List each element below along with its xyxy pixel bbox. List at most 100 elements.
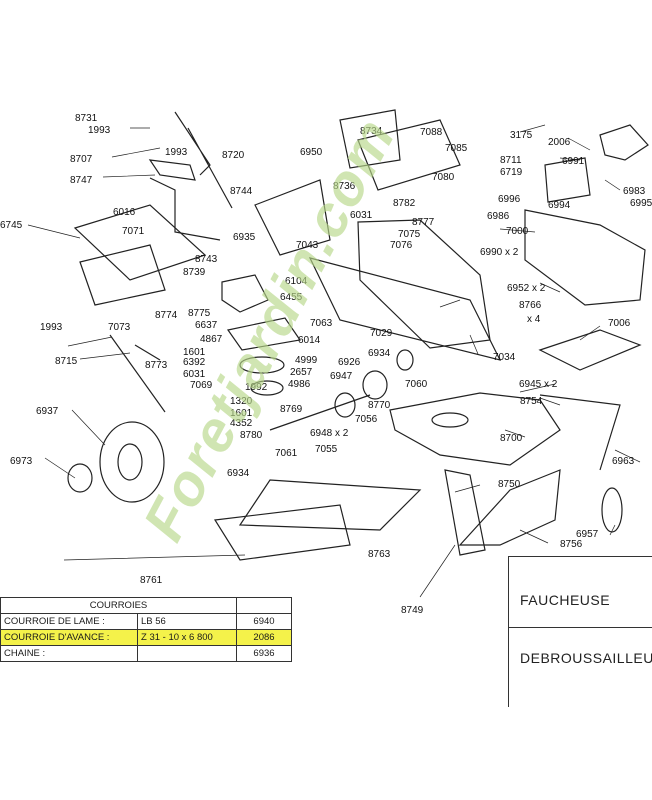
part-number-label: 6392 bbox=[183, 357, 206, 368]
deck-opening-part bbox=[431, 412, 469, 428]
part-number-label: 1320 bbox=[230, 396, 253, 407]
part-number-label: 8744 bbox=[230, 186, 253, 197]
handle-bar-part bbox=[174, 111, 233, 209]
part-number-label: 6986 bbox=[487, 211, 510, 222]
part-number-label: 6926 bbox=[338, 357, 361, 368]
part-number-label: 6948 x 2 bbox=[310, 428, 349, 439]
title-divider bbox=[508, 627, 652, 628]
row-name: CHAINE : bbox=[0, 645, 138, 662]
part-number-label: 6935 bbox=[233, 232, 256, 243]
part-number-label: 8700 bbox=[500, 433, 523, 444]
cover-plate-part bbox=[538, 329, 642, 371]
part-number-label: 6996 bbox=[498, 194, 521, 205]
part-number-label: 7055 bbox=[315, 444, 338, 455]
drive-pulley-part bbox=[239, 356, 285, 374]
part-number-label: 6937 bbox=[36, 406, 59, 417]
row-ref: LB 56 bbox=[137, 613, 237, 630]
title-line-2: DEBROUSSAILLEU bbox=[520, 650, 652, 666]
row-code: 6936 bbox=[236, 645, 292, 662]
part-number-label: 1601 bbox=[230, 408, 253, 419]
rear-wheel-hub-part bbox=[117, 443, 143, 481]
part-number-label: 8707 bbox=[70, 154, 93, 165]
rear-wheel-part bbox=[99, 421, 165, 503]
part-number-label: 8782 bbox=[393, 198, 416, 209]
upper-deck-plate-part bbox=[357, 119, 461, 191]
part-number-label: 6719 bbox=[500, 167, 523, 178]
part-number-label: 7069 bbox=[190, 380, 213, 391]
wheel-flange-part bbox=[67, 463, 93, 493]
part-number-label: 6994 bbox=[548, 200, 571, 211]
part-number-label: 7088 bbox=[420, 127, 443, 138]
part-number-label: 4867 bbox=[200, 334, 223, 345]
part-number-label: 6031 bbox=[350, 210, 373, 221]
part-number-label: 8747 bbox=[70, 175, 93, 186]
part-number-label: 6945 x 2 bbox=[519, 379, 558, 390]
gear-part bbox=[334, 392, 356, 418]
right-top-bracket-part bbox=[544, 157, 591, 203]
part-number-label: 7043 bbox=[296, 240, 319, 251]
part-number-label: 6983 bbox=[623, 186, 646, 197]
part-number-label: 8750 bbox=[498, 479, 521, 490]
cutting-deck-part bbox=[389, 392, 561, 466]
part-number-label: 1992 bbox=[245, 382, 268, 393]
part-number-label: 6952 x 2 bbox=[507, 283, 546, 294]
belt-parts-table: COURROIES COURROIE DE LAME : LB 56 6940 … bbox=[0, 597, 292, 662]
part-number-label: 6973 bbox=[10, 456, 33, 467]
part-number-label: 6991 bbox=[562, 156, 585, 167]
engine-block-part bbox=[221, 274, 269, 313]
row-code: 2086 bbox=[236, 629, 292, 646]
blade-part bbox=[444, 469, 486, 556]
pulley-plate-part bbox=[226, 317, 302, 351]
part-number-label: 8761 bbox=[140, 575, 163, 586]
part-number-label: 6934 bbox=[368, 348, 391, 359]
deflector-part bbox=[238, 479, 422, 531]
control-rod-part bbox=[149, 177, 221, 241]
part-number-label: 8763 bbox=[368, 549, 391, 560]
part-number-label: 6104 bbox=[285, 276, 308, 287]
part-number-label: 8770 bbox=[368, 400, 391, 411]
front-handle-frame-part bbox=[539, 394, 621, 471]
part-number-label: 8743 bbox=[195, 254, 218, 265]
part-number-label: 7071 bbox=[122, 226, 145, 237]
part-number-label: 8731 bbox=[75, 113, 98, 124]
part-number-label: 6014 bbox=[298, 335, 321, 346]
part-number-label: 7063 bbox=[310, 318, 333, 329]
part-number-label: 2657 bbox=[290, 367, 313, 378]
part-number-label: 8756 bbox=[560, 539, 583, 550]
part-number-label: 7029 bbox=[370, 328, 393, 339]
part-number-label: 8754 bbox=[520, 396, 543, 407]
part-number-label: 2006 bbox=[548, 137, 571, 148]
part-number-label: x 4 bbox=[527, 314, 541, 325]
part-number-label: 7061 bbox=[275, 448, 298, 459]
table-row-drive-belt: COURROIE D'AVANCE : Z 31 - 10 x 6 800 20… bbox=[0, 629, 292, 646]
base-panel-part bbox=[79, 244, 166, 306]
row-code: 6940 bbox=[236, 613, 292, 630]
part-number-label: 7080 bbox=[432, 172, 455, 183]
part-number-label: 6990 x 2 bbox=[480, 247, 519, 258]
gear-part-2 bbox=[362, 370, 388, 400]
part-number-label: 8711 bbox=[500, 155, 522, 166]
top-plate-part bbox=[339, 109, 401, 169]
part-number-label: 3175 bbox=[510, 130, 533, 141]
part-number-label: 6745 bbox=[0, 220, 23, 231]
right-chassis-frame-part bbox=[524, 209, 646, 306]
title-line-1: FAUCHEUSE bbox=[520, 592, 611, 608]
part-number-label: 4999 bbox=[295, 355, 318, 366]
part-number-label: 8749 bbox=[401, 605, 424, 616]
part-number-label: 6947 bbox=[330, 371, 353, 382]
row-name: COURROIE D'AVANCE : bbox=[0, 629, 138, 646]
part-number-label: 7060 bbox=[405, 379, 428, 390]
right-gear-unit-part bbox=[599, 124, 649, 161]
lower-shield-part bbox=[213, 504, 351, 561]
part-number-label: 7073 bbox=[108, 322, 131, 333]
table-row-chain: CHAINE : 6936 bbox=[0, 645, 292, 662]
part-number-label: 8775 bbox=[188, 308, 211, 319]
skid-plate-part bbox=[458, 469, 561, 546]
axle-shaft-part bbox=[269, 394, 371, 431]
part-number-label: 8780 bbox=[240, 430, 263, 441]
title-block bbox=[508, 556, 652, 707]
part-number-label: 8736 bbox=[333, 181, 356, 192]
long-side-rail-part bbox=[308, 257, 502, 361]
front-castor-wheel-part bbox=[601, 487, 623, 533]
